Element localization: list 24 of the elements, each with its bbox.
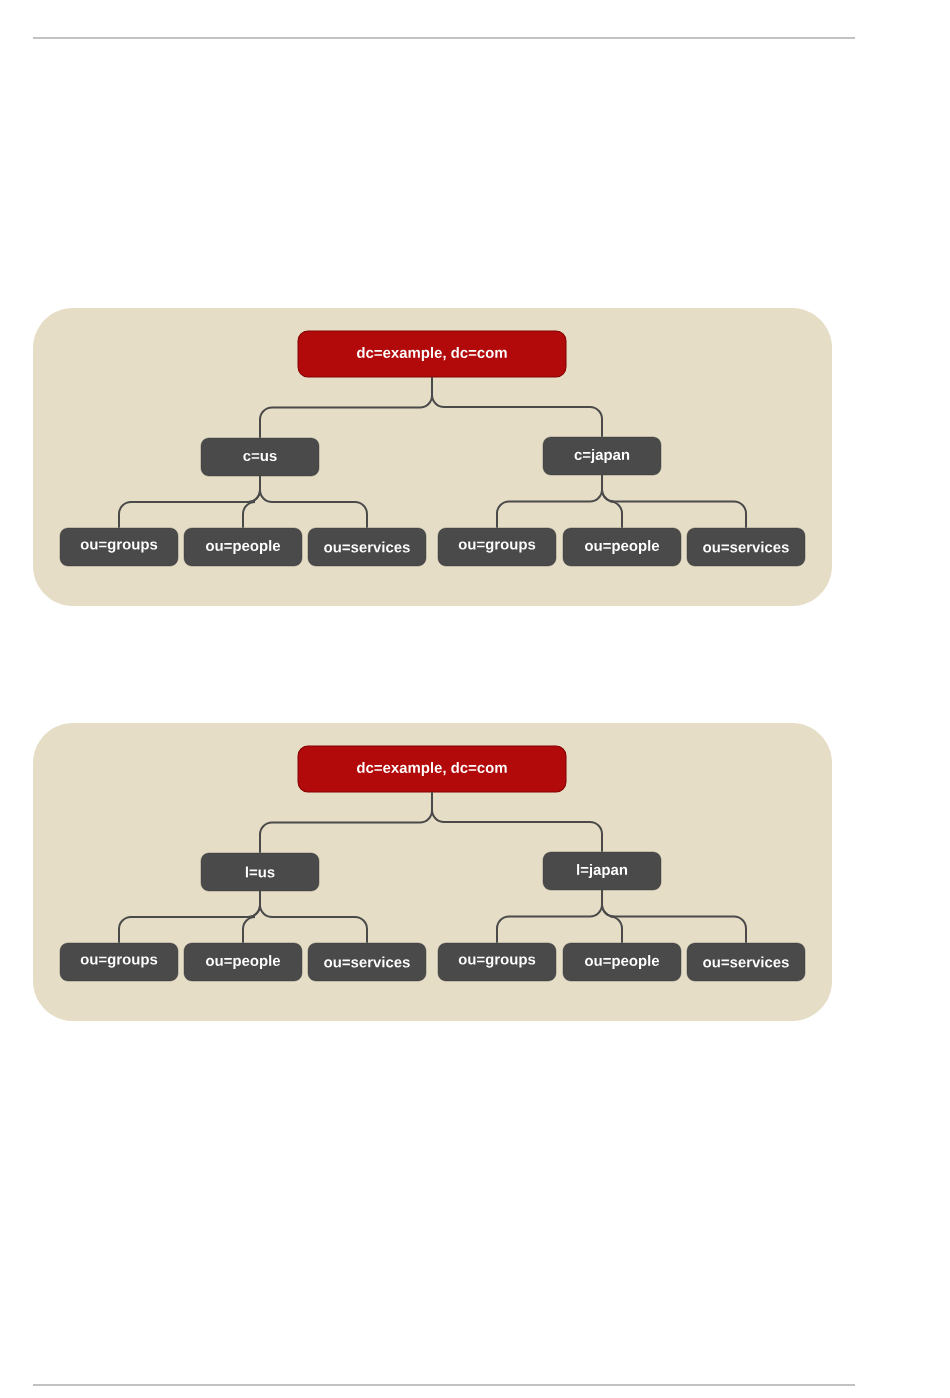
leaf-box: ou=people	[562, 527, 682, 567]
branch-box: l=us	[200, 852, 320, 892]
leaf-box: ou=groups	[437, 942, 557, 982]
connector	[431, 791, 603, 853]
connector	[259, 890, 368, 944]
branch-box: c=japan	[542, 436, 662, 476]
leaf-box: ou=groups	[59, 942, 179, 982]
root-box: dc=example, dc=com	[297, 330, 567, 378]
connector	[259, 475, 368, 529]
branch-box: l=japan	[542, 851, 662, 891]
branch-box: c=us	[200, 437, 320, 477]
leaf-box: ou=services	[307, 527, 427, 567]
leaf-box: ou=people	[183, 942, 303, 982]
connector	[431, 376, 603, 438]
connector	[601, 474, 747, 529]
leaf-box: ou=services	[686, 942, 806, 982]
leaf-box: ou=people	[562, 942, 682, 982]
leaf-box: ou=people	[183, 527, 303, 567]
leaf-box: ou=groups	[59, 527, 179, 567]
connector	[601, 889, 747, 944]
root-box: dc=example, dc=com	[297, 745, 567, 793]
leaf-box: ou=groups	[437, 527, 557, 567]
leaf-box: ou=services	[686, 527, 806, 567]
leaf-box: ou=services	[307, 942, 427, 982]
